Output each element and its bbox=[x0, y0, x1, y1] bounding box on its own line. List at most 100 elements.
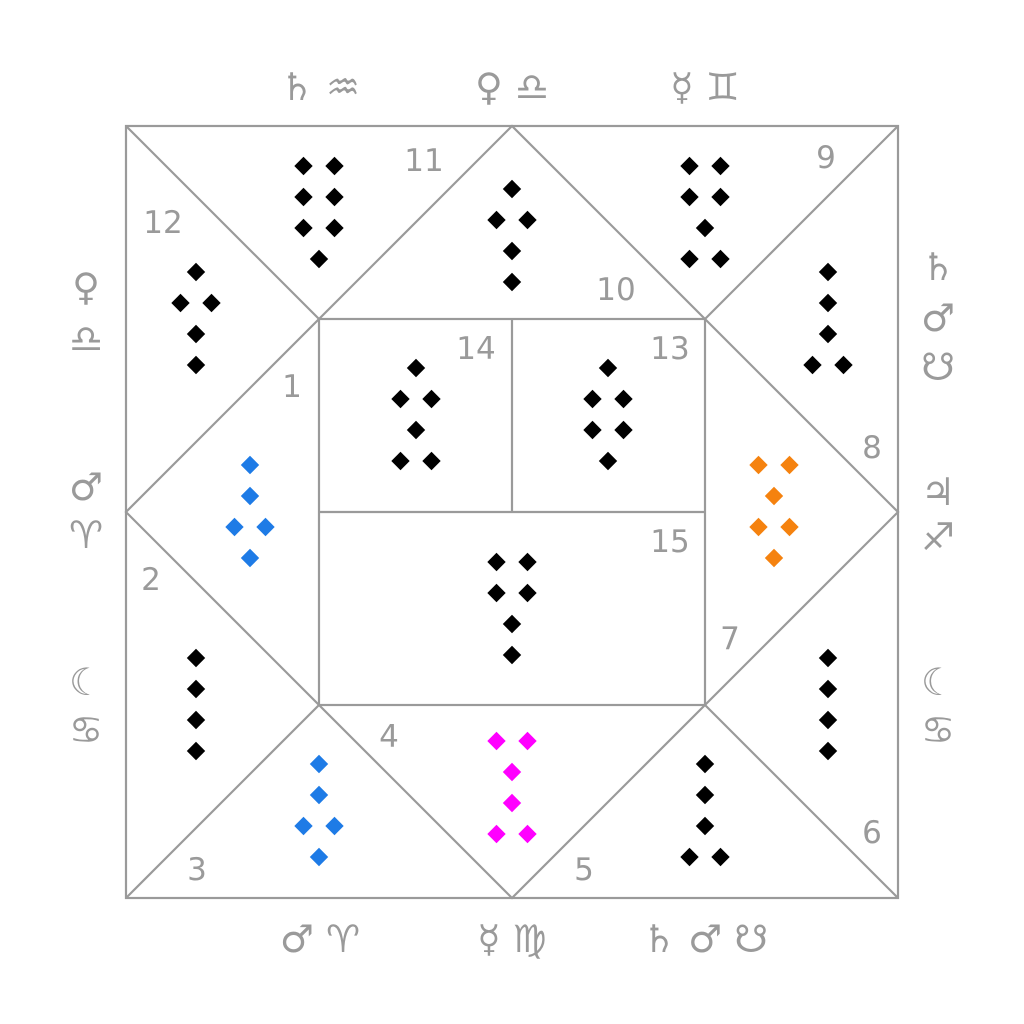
house-number-2: 2 bbox=[141, 562, 161, 598]
figure-dot bbox=[487, 731, 506, 751]
figure-dot bbox=[240, 486, 260, 506]
figure-h14 bbox=[391, 358, 441, 471]
house-number-1: 1 bbox=[282, 369, 302, 405]
figure-h2 bbox=[186, 648, 206, 761]
figure-dot bbox=[294, 156, 313, 176]
house-number-8: 8 bbox=[862, 430, 882, 466]
figure-dot bbox=[256, 517, 275, 537]
figure-h5 bbox=[680, 754, 730, 867]
figure-dot bbox=[818, 741, 838, 761]
figure-dot bbox=[325, 816, 344, 836]
figure-dot bbox=[487, 583, 506, 603]
figure-dot bbox=[487, 824, 506, 844]
figure-dot bbox=[422, 451, 441, 471]
figure-dot bbox=[502, 241, 522, 261]
outer-labels: ♄ ♒ ♀ ♎ ☿ ♊ ♂ ♈ ☿ ♍ ♄ ♂ ☋ ♀ ♎ ♂ ♈ ☾ ♋ ♄ … bbox=[69, 65, 955, 961]
figure-dot bbox=[680, 156, 699, 176]
figure-dot bbox=[325, 187, 344, 207]
figure-dot bbox=[780, 517, 799, 537]
figure-dot bbox=[518, 824, 537, 844]
figure-dot bbox=[294, 187, 313, 207]
house-number-9: 9 bbox=[816, 140, 836, 176]
figure-dot bbox=[711, 156, 730, 176]
label-right-upper-1: ♄ bbox=[921, 245, 955, 289]
figure-dot bbox=[406, 358, 426, 378]
label-left-lower-2: ♋ bbox=[69, 708, 103, 752]
label-right-middle-1: ♃ bbox=[921, 470, 955, 514]
house-number-6: 6 bbox=[862, 815, 882, 851]
house-number-11: 11 bbox=[404, 143, 443, 179]
figure-dot bbox=[680, 249, 699, 269]
figure-h12 bbox=[171, 262, 221, 375]
figure-dot bbox=[583, 389, 602, 409]
house-number-10: 10 bbox=[596, 272, 635, 308]
figure-dot bbox=[309, 754, 329, 774]
figure-dot bbox=[487, 210, 506, 230]
figure-dot bbox=[502, 272, 522, 292]
figure-dot bbox=[309, 249, 329, 269]
house-number-14: 14 bbox=[456, 331, 495, 367]
diagonal-br bbox=[704, 704, 899, 899]
figure-dot bbox=[695, 785, 715, 805]
diamond-bottom bbox=[318, 704, 706, 900]
figure-dot bbox=[391, 389, 410, 409]
figure-dot bbox=[225, 517, 244, 537]
figure-dot bbox=[186, 355, 206, 375]
house-number-7: 7 bbox=[720, 621, 740, 657]
figure-dot bbox=[834, 355, 853, 375]
label-left-middle-2: ♈ bbox=[69, 513, 103, 557]
diagonal-tr bbox=[704, 125, 899, 320]
figure-dot bbox=[518, 731, 537, 751]
figure-dot bbox=[711, 847, 730, 867]
figure-h15 bbox=[487, 552, 537, 665]
chart-lines bbox=[124, 124, 900, 900]
figure-h8 bbox=[749, 455, 799, 568]
figure-dot bbox=[186, 679, 206, 699]
figure-dot bbox=[518, 583, 537, 603]
figure-dot bbox=[695, 218, 715, 238]
figure-dot bbox=[803, 355, 822, 375]
figure-dot bbox=[391, 451, 410, 471]
figure-dot bbox=[614, 389, 633, 409]
figure-dot bbox=[614, 420, 633, 440]
figure-dot bbox=[186, 710, 206, 730]
label-left-lower-1: ☾ bbox=[69, 660, 103, 704]
figure-dot bbox=[171, 293, 190, 313]
label-bottom-center: ☿ ♍ bbox=[477, 917, 546, 961]
figure-dot bbox=[502, 762, 522, 782]
figure-dot bbox=[680, 847, 699, 867]
figure-dot bbox=[818, 710, 838, 730]
figure-dot bbox=[818, 262, 838, 282]
figure-dot bbox=[695, 754, 715, 774]
figure-dot bbox=[598, 358, 618, 378]
label-right-upper-3: ☋ bbox=[921, 345, 955, 389]
figure-dot bbox=[294, 816, 313, 836]
figure-dot bbox=[309, 847, 329, 867]
house-number-5: 5 bbox=[574, 852, 594, 888]
figure-h3 bbox=[294, 754, 344, 867]
figure-dot bbox=[502, 614, 522, 634]
figure-dot bbox=[186, 324, 206, 344]
figure-dot bbox=[583, 420, 602, 440]
label-top-left: ♄ ♒ bbox=[280, 65, 360, 109]
label-right-middle-2: ♐ bbox=[921, 515, 955, 559]
house-number-15: 15 bbox=[650, 524, 689, 560]
figure-dot bbox=[749, 517, 768, 537]
figure-dot bbox=[309, 785, 329, 805]
figure-dot bbox=[818, 324, 838, 344]
figure-dot bbox=[294, 218, 313, 238]
figure-h13 bbox=[583, 358, 633, 471]
figure-dot bbox=[186, 741, 206, 761]
figure-dot bbox=[764, 548, 784, 568]
label-left-upper-1: ♀ bbox=[72, 265, 100, 309]
figure-h10 bbox=[487, 179, 537, 292]
figure-dot bbox=[502, 179, 522, 199]
figure-dot bbox=[764, 486, 784, 506]
figure-dot bbox=[186, 262, 206, 282]
label-right-upper-2: ♂ bbox=[921, 296, 955, 340]
figure-h11 bbox=[294, 156, 344, 269]
figure-h4 bbox=[487, 731, 537, 844]
figure-dot bbox=[422, 389, 441, 409]
figure-h9 bbox=[803, 262, 853, 375]
figure-dot bbox=[598, 451, 618, 471]
